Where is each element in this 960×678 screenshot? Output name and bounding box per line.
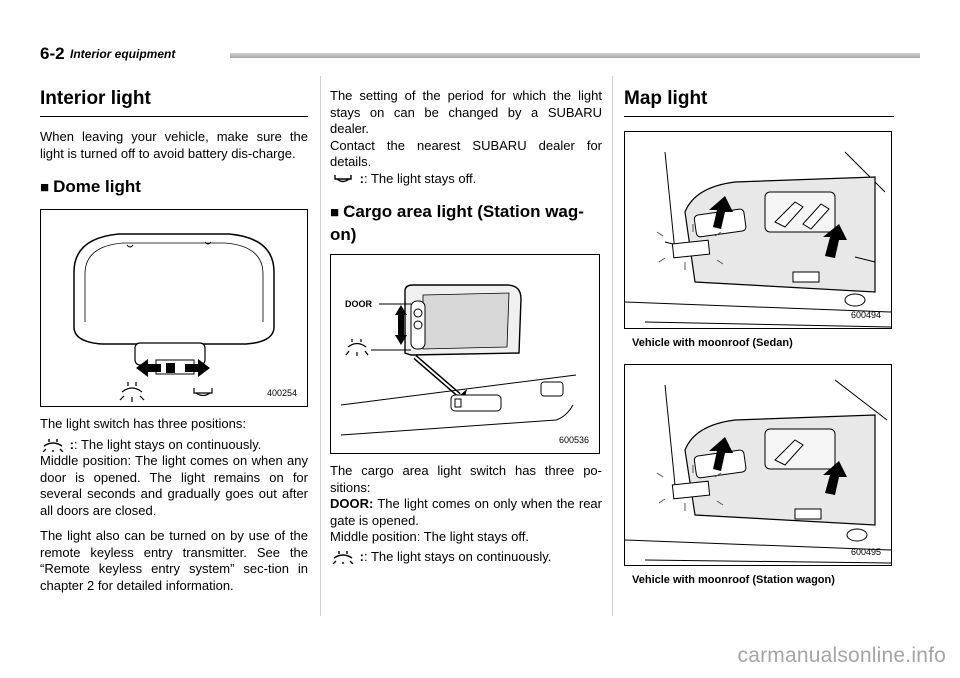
figure-number: 600494 [850,310,881,320]
figure-number: 600495 [850,547,881,557]
caption-sedan: Vehicle with moonroof (Sedan) [632,337,793,349]
light-on-icon [42,439,64,453]
column-divider [320,76,321,616]
door-label: DOOR [345,299,373,309]
section-title: Interior equipment [70,47,176,61]
off-position-text: :: The light stays off. [330,171,602,188]
header-bar [230,53,920,58]
door-position-text: DOOR: The light comes on only when the r… [330,496,602,528]
map-light-sedan-figure: 600494 [624,131,892,329]
light-on-icon [332,551,354,565]
map-light-wagon-figure: 600495 [624,364,892,566]
figure-number: 400254 [266,388,297,398]
page-header: 6-2 Interior equipment [40,44,920,66]
square-bullet-icon: ■ [330,204,340,221]
subheading-cargo-light: ■Cargo area light (Station wag-on) [330,202,584,244]
on-position-text: :: The light stays on continuously. [40,437,308,454]
keyless-text: The light also can be turned on by use o… [40,528,308,593]
switch-positions-text: The light switch has three positions: [40,416,246,431]
cargo-positions-text: The cargo area light switch has three po… [330,463,602,495]
watermark: carmanualsonline.info [737,644,946,667]
intro-paragraph: When leaving your vehicle, make sure the… [40,129,308,161]
column-middle: The setting of the period for which the … [330,76,602,565]
heading-interior-light: Interior light [40,88,308,117]
contact-text: Contact the nearest SUBARU dealer for de… [330,137,602,170]
caption-wagon: Vehicle with moonroof (Station wagon) [632,574,835,586]
column-left: Interior light When leaving your vehicle… [40,76,308,594]
heading-map-light: Map light [624,88,894,117]
cargo-light-figure: DOOR 600536 [330,254,600,454]
figure-number: 600536 [558,435,589,445]
middle-position-text: Middle position: The light comes on when… [40,453,308,518]
page-number: 6-2 [40,44,65,63]
column-right: Map light 600494 Vehicle with moonroof (… [624,76,894,586]
setting-text: The setting of the period for which the … [330,88,602,136]
dome-light-figure: 400254 [40,209,308,407]
square-bullet-icon: ■ [40,179,50,196]
subheading-dome-light: ■Dome light [40,177,141,196]
column-divider [612,76,613,616]
cargo-middle-text: Middle position: The light stays off. [330,529,529,544]
cargo-on-text: :: The light stays on continuously. [330,549,602,566]
light-off-icon [334,175,352,183]
